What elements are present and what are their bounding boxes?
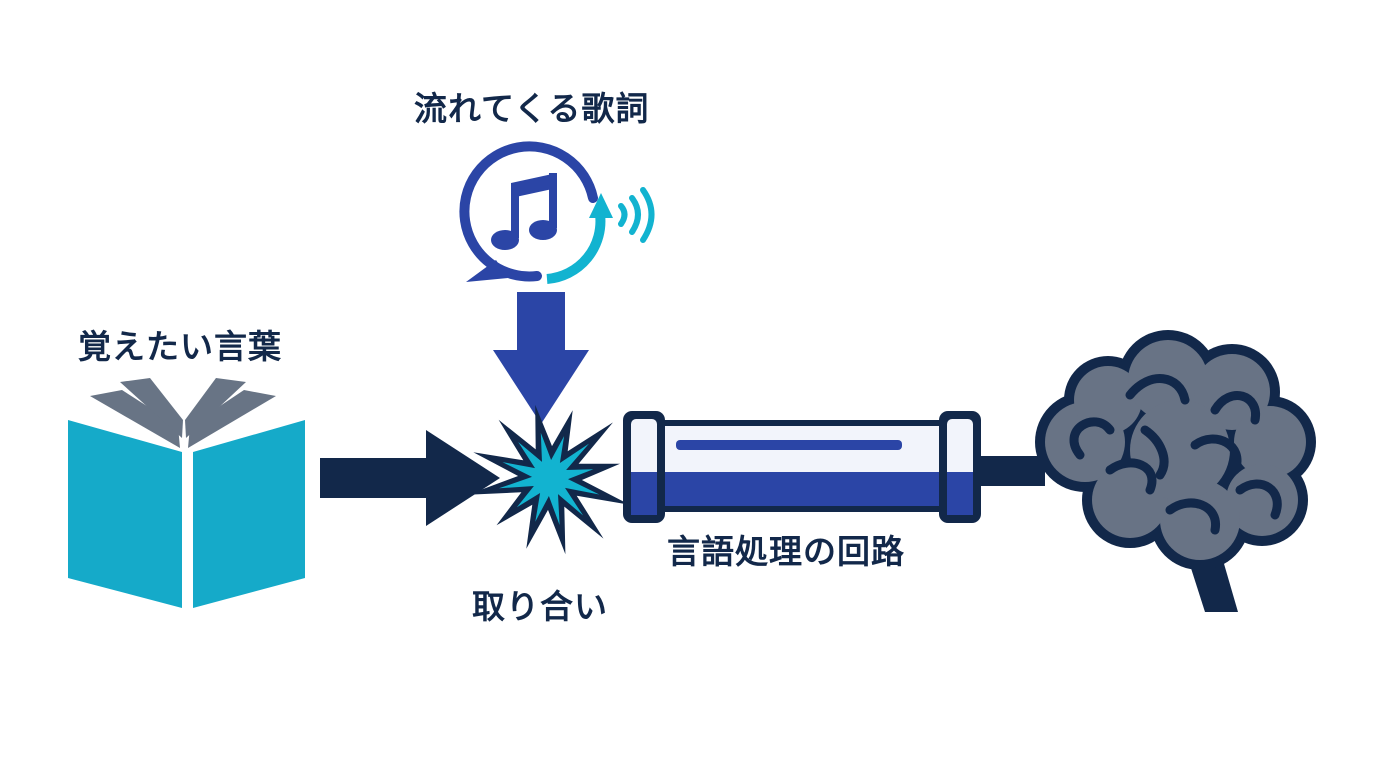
refresh-arc [546,213,606,284]
lyrics-label: 流れてくる歌詞 [414,89,650,128]
open-book-icon [68,378,305,608]
right-arrow [320,430,500,526]
down-arrow [493,292,589,424]
speech-bubble-outline [459,141,598,282]
language-circuit-label: 言語処理の回路 [667,532,905,571]
starburst-clash-icon [467,404,630,555]
sound-waves-icon [618,187,655,243]
refresh-arrowhead [589,193,613,218]
words-to-memorize-label: 覚えたい言葉 [78,327,282,366]
brain-icon [1035,330,1316,612]
music-note-icon [491,173,557,250]
pipe-tube-icon [623,411,1045,523]
speech-bubble-tail [466,260,508,282]
competition-label: 取り合い [472,587,608,626]
lyrics-icon [459,141,655,284]
